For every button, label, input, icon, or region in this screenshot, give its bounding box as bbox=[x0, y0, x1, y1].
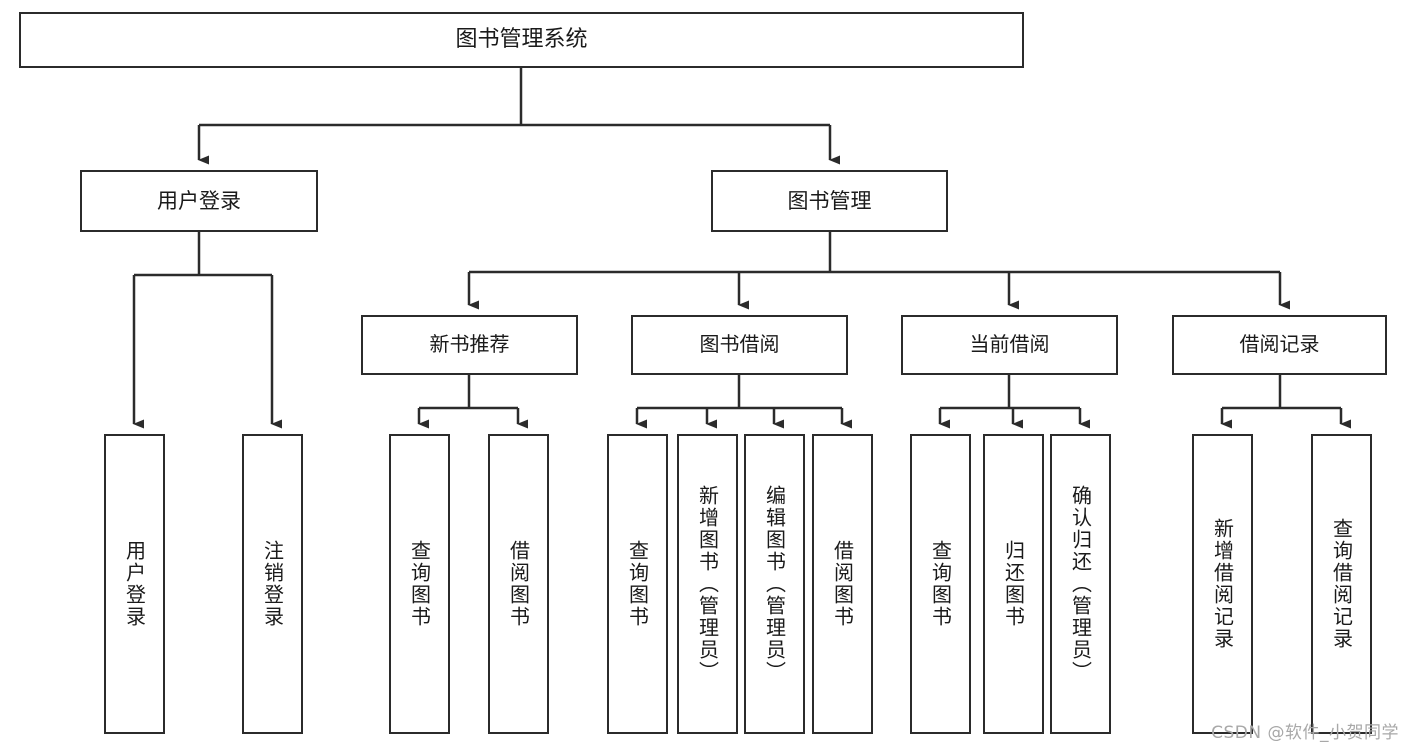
watermark-text: CSDN @软件_小贺同学 bbox=[1211, 723, 1399, 743]
node-leaf-return-book[interactable]: 归还图书 bbox=[983, 434, 1044, 734]
node-label: 新增借阅记录 bbox=[1210, 518, 1235, 650]
node-label: 查询图书 bbox=[625, 540, 650, 628]
node-label: 编辑图书（管理员） bbox=[762, 485, 787, 683]
node-leaf-user-login[interactable]: 用户登录 bbox=[104, 434, 165, 734]
node-label: 图书管理 bbox=[787, 188, 872, 213]
node-label: 归还图书 bbox=[1001, 540, 1026, 628]
node-borrow-record[interactable]: 借阅记录 bbox=[1172, 315, 1387, 375]
node-leaf-add-book-admin[interactable]: 新增图书（管理员） bbox=[677, 434, 738, 734]
node-label: 图书管理系统 bbox=[455, 27, 588, 53]
node-label: 注销登录 bbox=[260, 540, 285, 628]
node-leaf-query-book-recommend[interactable]: 查询图书 bbox=[389, 434, 450, 734]
node-leaf-query-book-current[interactable]: 查询图书 bbox=[910, 434, 971, 734]
node-leaf-borrow-book-recommend[interactable]: 借阅图书 bbox=[488, 434, 549, 734]
node-leaf-user-logout[interactable]: 注销登录 bbox=[242, 434, 303, 734]
node-leaf-query-borrow-record[interactable]: 查询借阅记录 bbox=[1311, 434, 1372, 734]
node-label: 用户登录 bbox=[157, 188, 241, 213]
node-label: 查询图书 bbox=[928, 540, 953, 628]
node-label: 当前借阅 bbox=[969, 332, 1050, 357]
node-leaf-borrow-book[interactable]: 借阅图书 bbox=[812, 434, 873, 734]
node-leaf-edit-book-admin[interactable]: 编辑图书（管理员） bbox=[744, 434, 805, 734]
node-book-borrow[interactable]: 图书借阅 bbox=[631, 315, 848, 375]
node-label: 查询借阅记录 bbox=[1329, 518, 1354, 650]
node-label: 借阅记录 bbox=[1239, 332, 1320, 357]
node-label: 借阅图书 bbox=[830, 540, 855, 628]
node-book-management[interactable]: 图书管理 bbox=[711, 170, 948, 232]
node-leaf-add-borrow-record[interactable]: 新增借阅记录 bbox=[1192, 434, 1253, 734]
node-label: 新增图书（管理员） bbox=[695, 485, 720, 683]
node-label: 查询图书 bbox=[407, 540, 432, 628]
node-label: 新书推荐 bbox=[429, 332, 510, 357]
node-current-borrow[interactable]: 当前借阅 bbox=[901, 315, 1118, 375]
node-new-book-recommend[interactable]: 新书推荐 bbox=[361, 315, 578, 375]
node-label: 用户登录 bbox=[122, 540, 147, 628]
node-leaf-confirm-return-admin[interactable]: 确认归还（管理员） bbox=[1050, 434, 1111, 734]
node-label: 确认归还（管理员） bbox=[1068, 485, 1093, 683]
node-label: 借阅图书 bbox=[506, 540, 531, 628]
node-user-login[interactable]: 用户登录 bbox=[80, 170, 318, 232]
node-label: 图书借阅 bbox=[699, 332, 780, 357]
node-root-system[interactable]: 图书管理系统 bbox=[19, 12, 1024, 68]
node-leaf-query-book-borrow[interactable]: 查询图书 bbox=[607, 434, 668, 734]
